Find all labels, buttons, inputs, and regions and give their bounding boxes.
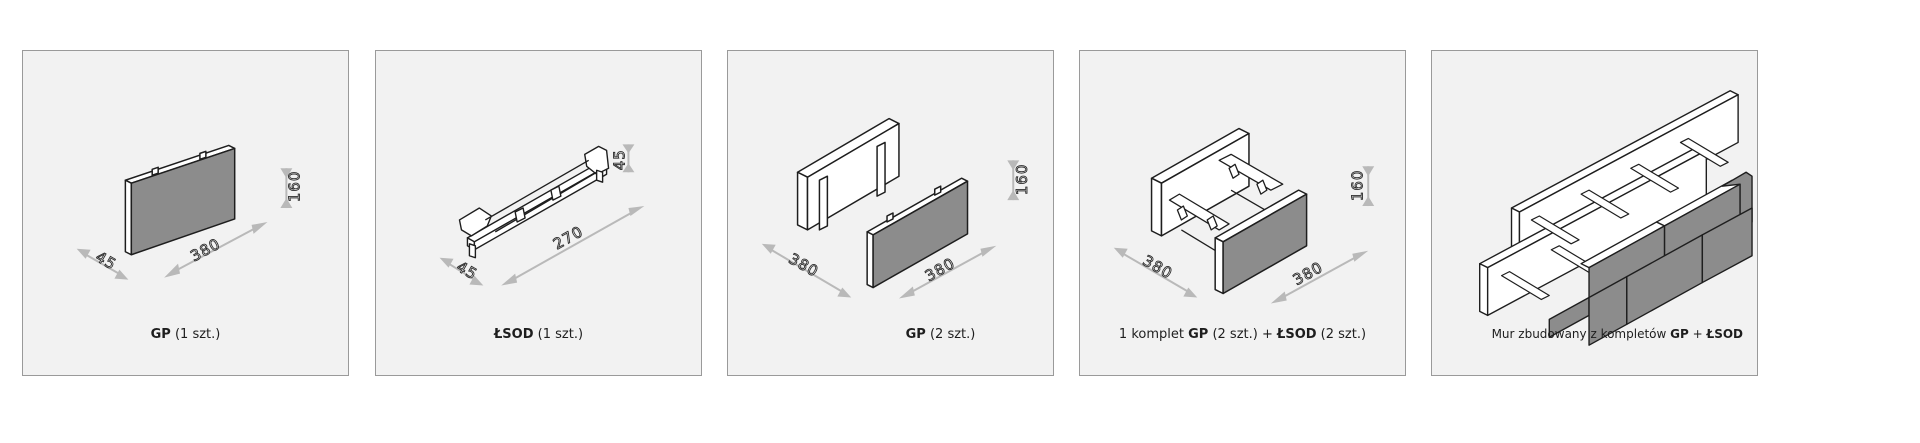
gp-block-back: [796, 117, 900, 231]
gp-block-front: [1214, 189, 1308, 295]
wall-diagram: [1479, 90, 1753, 346]
caption-quantity: (2 szt.) +: [1208, 327, 1277, 342]
caption-bold-product: GP: [905, 327, 926, 342]
panel-caption: ŁSOD (1 szt.): [376, 327, 701, 342]
caption-quantity: (2 szt.): [925, 327, 976, 342]
panel-lsod-single: 45 270 45 ŁSOD (1 szt.): [375, 50, 702, 376]
panel-caption: GP (2 szt.): [828, 327, 1053, 342]
panel-wall: Mur zbudowany z kompletów GP + ŁSOD: [1431, 50, 1758, 376]
caption-joiner: +: [1688, 327, 1707, 341]
height-label: 160: [1348, 170, 1366, 201]
height-dimension: 160: [1348, 166, 1375, 207]
caption-quantity-2: (2 szt.): [1316, 327, 1367, 342]
wall-connectors: [1500, 137, 1729, 301]
height-dimension: 45: [610, 144, 635, 173]
depth-dimension: 380: [761, 243, 852, 298]
height-dimension: 160: [1007, 160, 1032, 201]
height-label: 45: [610, 149, 628, 170]
depth-dimension: 45: [76, 247, 129, 280]
width-label: 380: [187, 235, 223, 266]
caption-bold-product: GP: [1188, 327, 1209, 342]
panel-gp-single: 160 380 45 GP (1 szt.): [22, 50, 349, 376]
caption-bold-product-2: ŁSOD: [1276, 327, 1317, 342]
width-label: 380: [922, 254, 958, 285]
depth-label: 380: [1140, 252, 1176, 283]
height-label: 160: [1013, 164, 1031, 195]
depth-dimension: 380: [1113, 247, 1198, 298]
gp-pair-diagram: 160 380 380: [761, 117, 1032, 299]
caption-bold-product-2: ŁSOD: [1706, 327, 1743, 341]
panel-caption: Mur zbudowany z kompletów GP + ŁSOD: [1492, 327, 1743, 341]
caption-bold-product: ŁSOD: [493, 327, 534, 342]
height-label: 160: [285, 171, 303, 202]
height-dimension: 160: [280, 168, 304, 209]
gp-block-back: [1150, 127, 1250, 237]
panel-gp-double: 160 380 380 GP (2 szt.): [727, 50, 1054, 376]
depth-dimension: 45: [439, 257, 484, 286]
caption-quantity: (1 szt.): [533, 327, 584, 342]
caption-prefix: 1 komplet: [1118, 327, 1189, 342]
panel-caption: 1 komplet GP (2 szt.) + ŁSOD (2 szt.): [1080, 327, 1405, 342]
panel-set: 160 380 380 1 komplet GP (2 szt.) + ŁSOD…: [1079, 50, 1406, 376]
gp-block-diagram: 160 380 45: [76, 144, 304, 280]
depth-label: 45: [93, 248, 120, 274]
lsod-connectors: [1168, 153, 1284, 259]
gp-block-front: [866, 177, 969, 289]
lsod-connector: [458, 145, 610, 259]
gp-block: [124, 144, 236, 256]
caption-prefix: Mur zbudowany z kompletów: [1491, 327, 1671, 341]
caption-quantity: (1 szt.): [170, 327, 221, 342]
caption-bold-product: GP: [150, 327, 171, 342]
wall-front-bottom-row: [1548, 207, 1753, 346]
lsod-connector-diagram: 45 270 45: [439, 144, 645, 286]
panel-caption: GP (1 szt.): [23, 327, 348, 342]
caption-bold-product: GP: [1670, 327, 1689, 341]
set-diagram: 160 380 380: [1113, 127, 1375, 304]
